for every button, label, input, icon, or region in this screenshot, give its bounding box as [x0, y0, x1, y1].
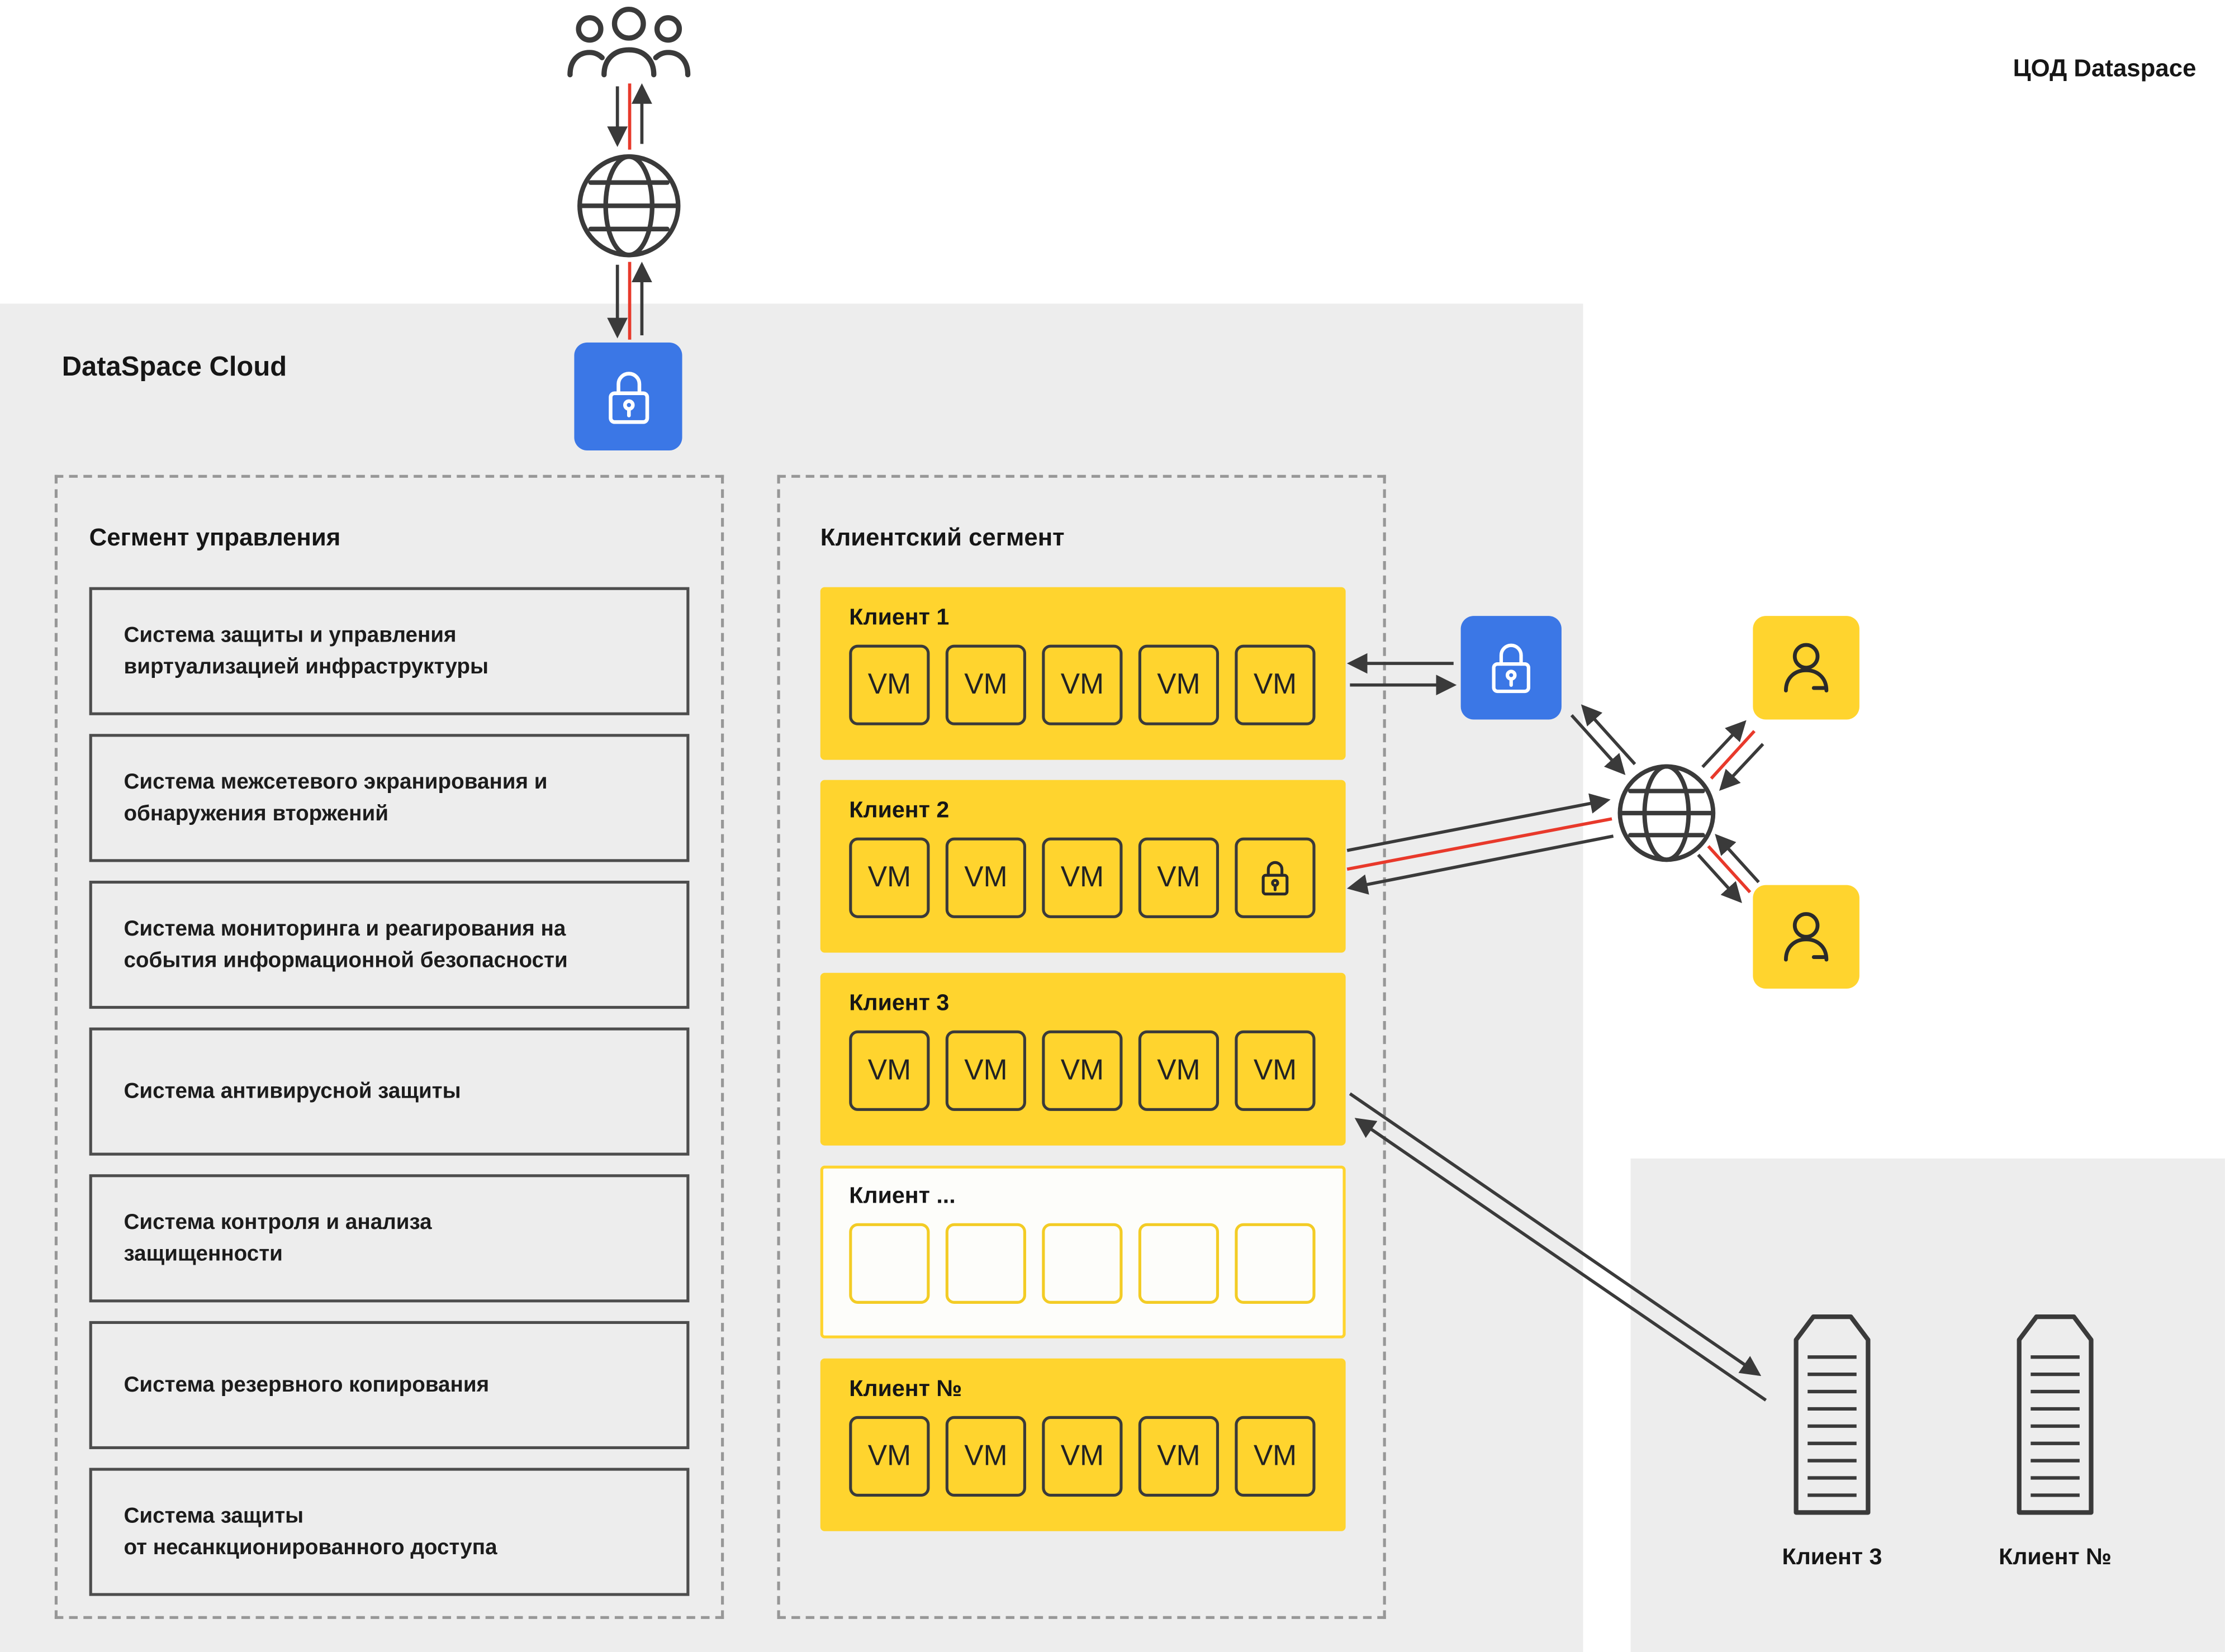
management-segment-title: Сегмент управления [89, 524, 341, 552]
client-user-icon-bottom [1753, 885, 1859, 989]
client-name: Клиент № [849, 1377, 962, 1402]
vm-cell: VM [1138, 837, 1220, 918]
client-row-n: Клиент № VM VM VM VM VM [820, 1358, 1346, 1531]
system-box-backup: Система резервного копирования [89, 1321, 690, 1450]
vm-cell: VM [1235, 1416, 1316, 1497]
server-label: Клиент 3 [1782, 1545, 1882, 1570]
system-box-access-protection: Система защиты от несанкционированного д… [89, 1468, 690, 1596]
vm-cell: VM [1042, 837, 1123, 918]
server-group-client3: Клиент 3 [1767, 1302, 1897, 1572]
system-box-security-analysis: Система контроля и анализа защищенности [89, 1174, 690, 1303]
vm-cell-empty [945, 1223, 1026, 1304]
gateway-lock-icon [1460, 616, 1562, 720]
vm-cell: VM [945, 837, 1026, 918]
vm-cell: VM [945, 644, 1026, 725]
vm-cell: VM [1042, 644, 1123, 725]
vm-cell-empty [1042, 1223, 1123, 1304]
secure-gateway-lock-icon [574, 342, 682, 450]
server-tower-icon [1794, 1314, 1871, 1515]
datacenter-title: ЦОД Dataspace [2013, 54, 2196, 82]
vm-cell: VM [1042, 1030, 1123, 1111]
client-row-3: Клиент 3 VM VM VM VM VM [820, 972, 1346, 1146]
vm-cell: VM [1138, 1030, 1220, 1111]
vm-cell: VM [1138, 1416, 1220, 1497]
system-box-siem: Система мониторинга и реагирования на со… [89, 880, 690, 1009]
vm-lock-cell [1235, 837, 1316, 918]
system-box-antivirus: Система антивирусной защиты [89, 1027, 690, 1156]
system-box-firewall-ids: Система межсетевого экранирования и обна… [89, 734, 690, 862]
system-box-virtualization: Система защиты и управления виртуализаци… [89, 587, 690, 715]
vm-cell: VM [1042, 1416, 1123, 1497]
vm-row: VM VM VM VM VM [849, 644, 1322, 725]
datacenter-panel [1630, 1158, 2225, 1652]
client-name: Клиент 3 [849, 991, 950, 1016]
vm-row [849, 1223, 1322, 1304]
dataspace-cloud-title: DataSpace Cloud [61, 352, 287, 383]
client-segment-title: Клиентский сегмент [820, 524, 1065, 552]
vm-cell-empty [1138, 1223, 1220, 1304]
management-segment: Сегмент управления Система защиты и упра… [54, 474, 724, 1619]
vm-cell: VM [1235, 644, 1316, 725]
client-name: Клиент ... [849, 1184, 956, 1209]
vm-cell: VM [1138, 644, 1220, 725]
vm-cell-empty [849, 1223, 930, 1304]
server-tower-icon [2017, 1314, 2094, 1515]
vm-cell: VM [1235, 1030, 1316, 1111]
server-group-client-n: Клиент № [1990, 1302, 2120, 1572]
internet-globe-icon [574, 151, 684, 260]
vm-cell: VM [849, 837, 930, 918]
vm-cell: VM [849, 1030, 930, 1111]
vm-cell: VM [945, 1030, 1026, 1111]
client-name: Клиент 1 [849, 606, 950, 630]
vm-row: VM VM VM VM VM [849, 1416, 1322, 1497]
vm-cell-empty [1235, 1223, 1316, 1304]
server-label: Клиент № [1999, 1545, 2112, 1570]
client-user-icon-top [1753, 616, 1859, 720]
users-group-icon [557, 6, 701, 83]
client-row-1: Клиент 1 VM VM VM VM VM [820, 587, 1346, 760]
client-name: Клиент 2 [849, 799, 950, 823]
vm-cell: VM [849, 644, 930, 725]
vm-row: VM VM VM VM [849, 837, 1322, 918]
lock-icon [1261, 861, 1289, 896]
client-row-2: Клиент 2 VM VM VM VM [820, 780, 1346, 953]
vm-row: VM VM VM VM VM [849, 1030, 1322, 1111]
vm-cell: VM [945, 1416, 1026, 1497]
vm-cell: VM [849, 1416, 930, 1497]
internet-globe-icon-right [1615, 761, 1718, 865]
client-row-ellipsis: Клиент ... [820, 1165, 1346, 1338]
client-segment: Клиентский сегмент Клиент 1 VM VM VM VM … [777, 474, 1386, 1619]
